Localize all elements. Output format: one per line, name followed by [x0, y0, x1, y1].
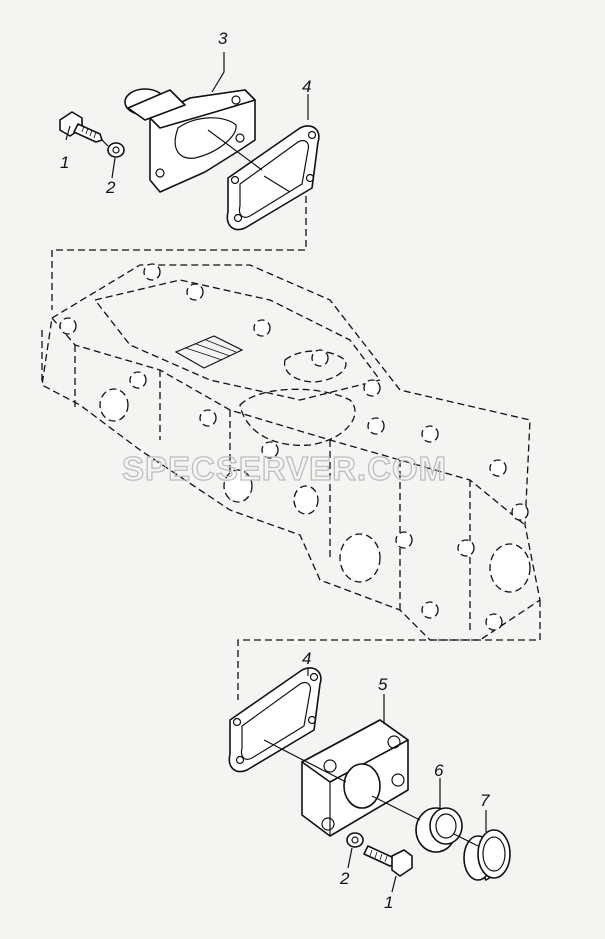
callout-seal: 6	[434, 761, 444, 780]
part-1-bolt-bottom	[363, 845, 413, 877]
callout-cover-plate: 5	[378, 675, 388, 694]
part-1-bolt-top	[59, 111, 103, 143]
callout-sleeve: 7	[480, 791, 490, 810]
connector-line-bottom	[237, 600, 541, 700]
part-6-seal	[415, 807, 463, 853]
callout-washer-top: 2	[105, 178, 116, 197]
part-4-gasket-bottom	[228, 667, 322, 773]
part-4-gasket-top	[226, 125, 320, 231]
callout-washer-bottom: 2	[339, 869, 350, 888]
callout-bolt-bottom: 1	[384, 893, 393, 912]
watermark-text: SPECSERVER.COM	[122, 450, 447, 487]
callout-bolt-top: 1	[60, 153, 69, 172]
part-2-washer-bottom	[346, 832, 364, 848]
connector-line-top	[51, 196, 307, 310]
part-3-flange	[124, 88, 256, 193]
part-5-cover-plate	[301, 719, 409, 837]
callout-gasket-top: 4	[302, 77, 311, 96]
part-2-washer-top	[107, 142, 125, 158]
leaders-bottom	[263, 668, 487, 893]
callout-gasket-bottom: 4	[302, 649, 311, 668]
leaders-top	[65, 52, 309, 193]
callout-top-flange: 3	[218, 29, 228, 48]
part-7-sleeve	[463, 829, 511, 881]
